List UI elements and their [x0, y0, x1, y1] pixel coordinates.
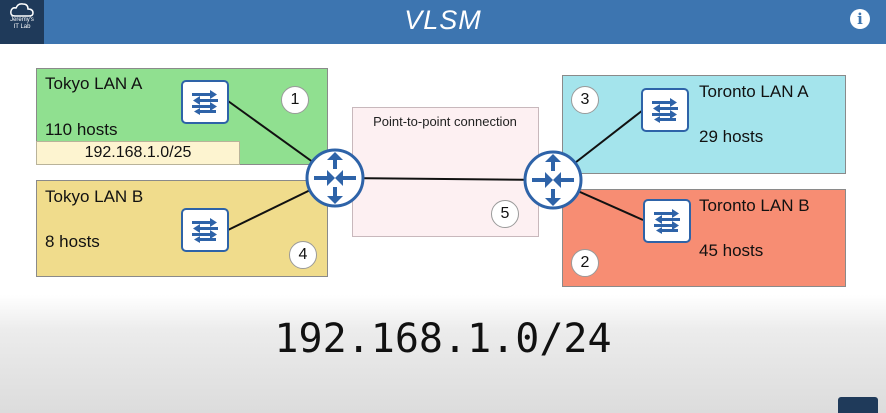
switch-icon	[652, 98, 678, 123]
toronto-lan-a-hosts: 29 hosts	[699, 127, 764, 146]
toronto-lan-a-label: Toronto LAN A	[699, 82, 809, 101]
page-title: VLSM	[404, 5, 482, 35]
switch-tokyo-b[interactable]	[181, 208, 229, 252]
channel-logo: Jeremy's IT Lab	[0, 0, 44, 44]
router-toronto[interactable]	[523, 150, 583, 210]
router-icon	[305, 148, 365, 208]
logo-line2: IT Lab	[13, 24, 31, 30]
switch-tokyo-a[interactable]	[181, 80, 229, 124]
badge-tokyo-a: 1	[281, 86, 309, 114]
header-bar	[0, 0, 886, 44]
tokyo-lan-a-label: Tokyo LAN A	[45, 74, 143, 93]
toronto-lan-b-label: Toronto LAN B	[699, 196, 810, 215]
badge-toronto-b: 2	[571, 249, 599, 277]
switch-icon	[654, 209, 680, 234]
router-tokyo[interactable]	[305, 148, 365, 208]
router-icon	[523, 150, 583, 210]
p2p-label: Point-to-point connection	[373, 114, 517, 129]
cloud-logo-icon	[10, 3, 34, 17]
switch-toronto-a[interactable]	[641, 88, 689, 132]
toronto-lan-b-hosts: 45 hosts	[699, 241, 764, 260]
tokyo-lan-b-label: Tokyo LAN B	[45, 187, 144, 206]
toronto-lan-a-box	[562, 75, 846, 174]
badge-tokyo-b: 4	[289, 241, 317, 269]
switch-toronto-b[interactable]	[643, 199, 691, 243]
info-icon[interactable]: i	[850, 9, 870, 29]
tokyo-lan-a-subnet: 192.168.1.0/25	[36, 141, 240, 165]
switch-icon	[192, 218, 218, 243]
logo-line1: Jeremy's	[10, 17, 34, 23]
main-network-address: 192.168.1.0/24	[274, 316, 612, 362]
tokyo-lan-b-hosts: 8 hosts	[45, 232, 100, 251]
tokyo-lan-a-hosts: 110 hosts	[45, 120, 118, 139]
switch-icon	[192, 90, 218, 115]
badge-p2p: 5	[491, 200, 519, 228]
corner-logo	[838, 397, 878, 413]
badge-toronto-a: 3	[571, 86, 599, 114]
